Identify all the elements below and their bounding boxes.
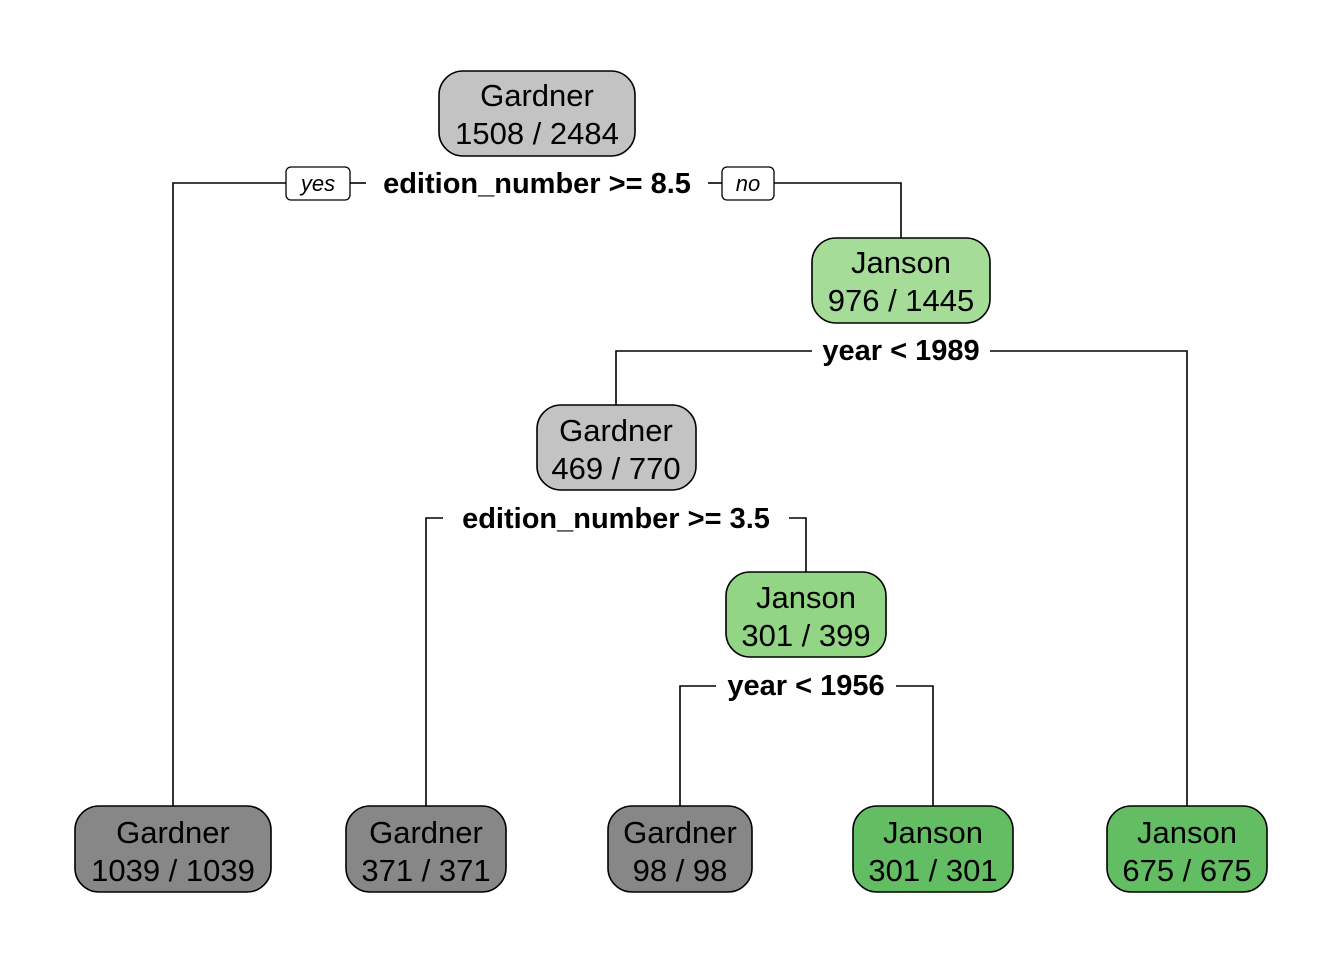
leaf-janson-301-class: Janson <box>883 815 983 850</box>
edge-root-to-n2 <box>774 182 902 238</box>
edge-root-to-leaf1 <box>172 182 286 806</box>
node-janson-976: Janson 976 / 1445 <box>811 237 991 324</box>
node-root-counts: 1508 / 2484 <box>455 116 619 151</box>
edge-n3-to-leaf2 <box>425 517 443 806</box>
yes-branch-tag: yes <box>285 166 351 201</box>
branch-tags: yes no <box>285 166 775 201</box>
node-root-class: Gardner <box>480 78 594 113</box>
edge-n2-to-n3 <box>615 350 812 405</box>
edge-n2-to-leaf5 <box>990 350 1188 806</box>
edge-n4-to-leaf4 <box>896 685 934 806</box>
node-janson-301-399-class: Janson <box>756 580 856 615</box>
node-janson-976-box <box>811 237 991 324</box>
node-root: Gardner 1508 / 2484 <box>438 70 636 157</box>
leaf-gardner-371: Gardner 371 / 371 <box>345 805 507 893</box>
leaf-gardner-98-box <box>607 805 753 893</box>
leaf-gardner-371-box <box>345 805 507 893</box>
leaf-janson-301: Janson 301 / 301 <box>852 805 1014 893</box>
yes-label: yes <box>299 171 335 196</box>
node-janson-301-399: Janson 301 / 399 <box>725 571 887 658</box>
leaf-gardner-1039-class: Gardner <box>116 815 230 850</box>
leaf-gardner-98: Gardner 98 / 98 <box>607 805 753 893</box>
node-gardner-469: Gardner 469 / 770 <box>536 404 697 491</box>
node-root-box <box>438 70 636 157</box>
no-label: no <box>736 171 760 196</box>
edge-n4-to-leaf3 <box>679 685 716 806</box>
leaf-gardner-1039: Gardner 1039 / 1039 <box>74 805 272 893</box>
leaf-gardner-1039-box <box>74 805 272 893</box>
tree-nodes: Gardner 1508 / 2484 Janson 976 / 1445 Ga… <box>74 70 1268 893</box>
node-janson-301-399-counts: 301 / 399 <box>741 618 870 653</box>
no-branch-tag: no <box>721 166 775 201</box>
node-gardner-469-box <box>536 404 697 491</box>
leaf-janson-301-counts: 301 / 301 <box>868 853 997 888</box>
node-janson-976-class: Janson <box>851 245 951 280</box>
split-label-year-1956: year < 1956 <box>727 670 884 702</box>
node-gardner-469-class: Gardner <box>559 413 673 448</box>
leaf-janson-301-box <box>852 805 1014 893</box>
edge-n3-to-n4 <box>789 517 807 572</box>
leaf-gardner-371-class: Gardner <box>369 815 483 850</box>
tree-edges <box>172 182 1188 806</box>
leaf-janson-675-box <box>1106 805 1268 893</box>
split-label-edition-3-5: edition_number >= 3.5 <box>462 503 770 535</box>
leaf-gardner-98-class: Gardner <box>623 815 737 850</box>
split-labels: edition_number >= 8.5 year < 1989 editio… <box>383 168 980 702</box>
leaf-janson-675-counts: 675 / 675 <box>1122 853 1251 888</box>
node-gardner-469-counts: 469 / 770 <box>551 451 680 486</box>
node-janson-976-counts: 976 / 1445 <box>828 283 975 318</box>
node-janson-301-399-box <box>725 571 887 658</box>
leaf-gardner-371-counts: 371 / 371 <box>361 853 490 888</box>
split-label-year-1989: year < 1989 <box>822 335 979 367</box>
leaf-gardner-1039-counts: 1039 / 1039 <box>91 853 255 888</box>
leaf-janson-675: Janson 675 / 675 <box>1106 805 1268 893</box>
leaf-gardner-98-counts: 98 / 98 <box>633 853 728 888</box>
split-label-edition-8-5: edition_number >= 8.5 <box>383 168 691 200</box>
leaf-janson-675-class: Janson <box>1137 815 1237 850</box>
